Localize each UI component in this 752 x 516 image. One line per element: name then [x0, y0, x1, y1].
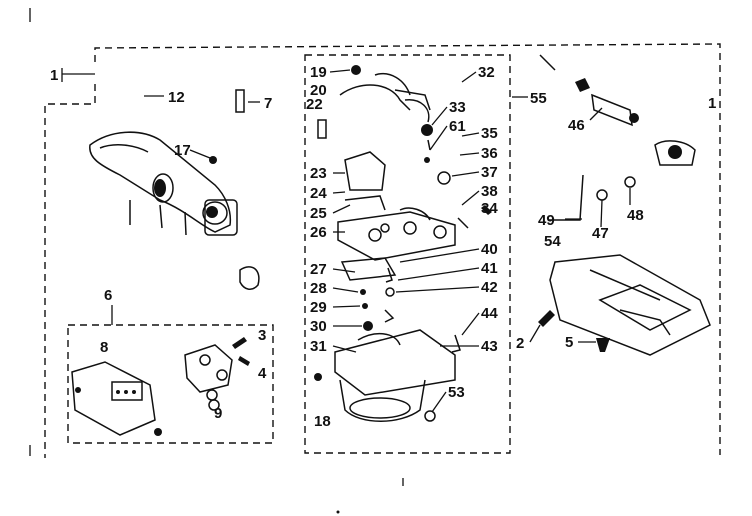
- pump-gear-assembly: [314, 65, 492, 422]
- label-20: 20: [310, 82, 327, 99]
- leader-lines: [329, 69, 631, 413]
- label-47: 47: [592, 225, 609, 242]
- label-18: 18: [314, 413, 331, 430]
- subassembly-6-frame: [67, 324, 274, 444]
- label-40: 40: [481, 241, 498, 258]
- label-53: 53: [448, 384, 465, 401]
- switch-plate-8-part: [71, 361, 162, 436]
- label-2: 2: [516, 335, 524, 352]
- label-1-left: 1: [50, 67, 58, 84]
- label-22: 22: [306, 96, 323, 113]
- label-9: 9: [214, 405, 222, 422]
- label-23: 23: [310, 165, 327, 182]
- label-24: 24: [310, 185, 327, 202]
- label-8: 8: [100, 339, 108, 356]
- label-41: 41: [481, 260, 498, 277]
- label-46: 46: [568, 117, 585, 134]
- part-number-labels: 1 1 12 7 17 6 8 3 4 9 19 20 22 23 24 25 …: [50, 64, 716, 430]
- label-44: 44: [481, 305, 498, 322]
- label-3: 3: [258, 327, 266, 344]
- label-33: 33: [449, 99, 466, 116]
- label-31: 31: [310, 338, 327, 355]
- label-29: 29: [310, 299, 327, 316]
- label-19: 19: [310, 64, 327, 81]
- label-26: 26: [310, 224, 327, 241]
- label-55: 55: [530, 90, 547, 107]
- motor-handle-assembly: [89, 131, 260, 290]
- label-7: 7: [264, 95, 272, 112]
- base-motor-assembly: [538, 54, 711, 356]
- label-27: 27: [310, 261, 327, 278]
- center-assembly-frame: [304, 54, 511, 454]
- label-43: 43: [481, 338, 498, 355]
- label-28: 28: [310, 280, 327, 297]
- bracket-9-part: [184, 344, 233, 411]
- label-4: 4: [258, 365, 267, 382]
- label-32: 32: [478, 64, 495, 81]
- label-35: 35: [481, 125, 498, 142]
- screw-4-part: [238, 356, 250, 366]
- screw-3-part: [232, 337, 247, 349]
- label-25: 25: [310, 205, 327, 222]
- label-1-right: 1: [708, 95, 716, 112]
- label-37: 37: [481, 164, 498, 181]
- label-30: 30: [310, 318, 327, 335]
- label-17: 17: [174, 142, 191, 159]
- outer-assembly-frame: [29, 8, 721, 458]
- knob-7-part: [235, 89, 245, 113]
- label-36: 36: [481, 145, 498, 162]
- label-5: 5: [565, 334, 573, 351]
- label-49: 49: [538, 212, 555, 229]
- label-48: 48: [627, 207, 644, 224]
- label-34: 34: [481, 200, 498, 217]
- label-54: 54: [544, 233, 561, 250]
- label-12: 12: [168, 89, 185, 106]
- label-38: 38: [481, 183, 498, 200]
- label-61: 61: [449, 118, 466, 135]
- label-42: 42: [481, 279, 498, 296]
- label-6: 6: [104, 287, 112, 304]
- screw-17-part: [209, 156, 217, 164]
